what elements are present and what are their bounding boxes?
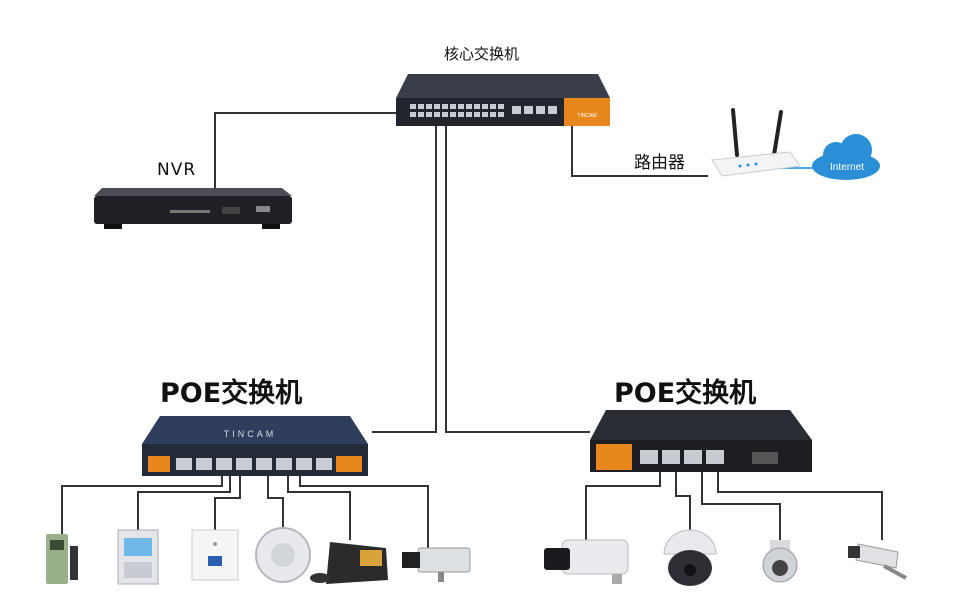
outdoor-camera-icon [848,543,907,580]
connection-lines [61,112,883,548]
link-right-dev4 [717,470,883,540]
nvr-label: NVR [157,160,197,180]
dome-camera-icon [663,529,717,586]
link-left-dev4 [267,475,284,527]
link-core-router [571,126,708,177]
core-switch-label: 核心交换机 [444,45,520,63]
link-core-poe-right [445,126,590,433]
link-right-dev2 [675,470,691,530]
left-brand-label: TINCAM [224,429,277,439]
access-control-icon [46,534,78,584]
poe-switch-left-label: POE交换机 [160,378,303,409]
link-left-dev2 [137,475,231,530]
core-brand-label: TINCAM [577,113,596,119]
router-label: 路由器 [634,153,685,173]
link-left-dev5 [287,475,351,540]
internet-cloud-icon: Internet [812,134,880,180]
core-switch: TINCAM [396,74,610,126]
link-core-poe-left [372,126,437,433]
link-core-nvr [214,112,398,190]
ptz-camera-icon [762,540,798,583]
poe-switch-left: TINCAM [142,416,368,476]
internet-label: Internet [830,162,864,173]
link-right-dev3 [701,470,781,540]
wireless-ap-icon [191,529,239,581]
link-right-dev1 [585,470,661,540]
ip-phone-icon [310,542,388,584]
link-left-dev6 [299,475,429,548]
poe-switch-right-label: POE交换机 [614,378,757,409]
smoke-detector-icon [255,527,311,583]
box-camera-icon [402,547,471,582]
nvr-device [94,188,292,229]
link-left-dev1 [61,475,223,534]
link-left-dev3 [214,475,241,530]
intercom-panel-icon [117,529,159,585]
bullet-camera-icon [544,539,629,584]
router-icon [711,108,801,177]
poe-switch-right [590,410,812,472]
